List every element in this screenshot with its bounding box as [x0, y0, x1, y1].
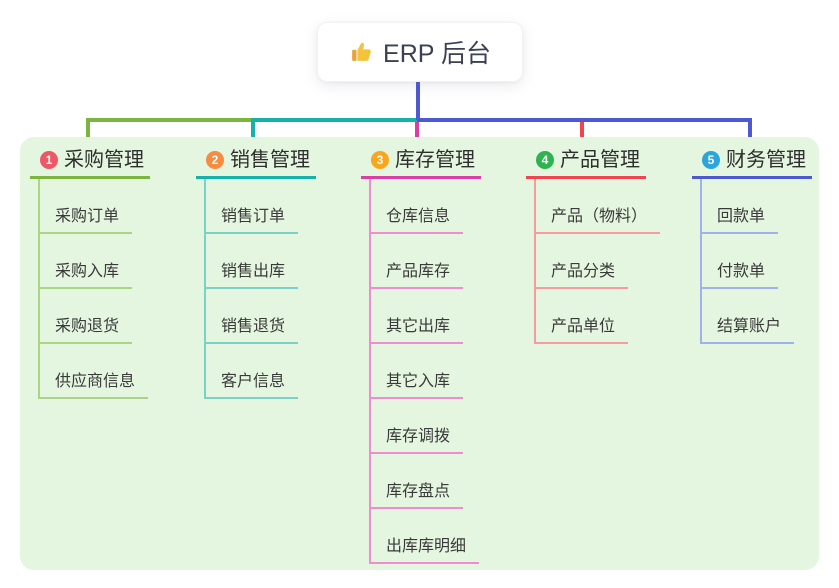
child-node[interactable]: 销售订单 [206, 179, 299, 234]
connector-horizontal-left-green [86, 118, 251, 122]
branch-label: 采购管理 [64, 149, 144, 171]
child-node[interactable]: 库存盘点 [371, 454, 464, 509]
child-node[interactable]: 其它入库 [371, 344, 464, 399]
child-node[interactable]: 产品库存 [371, 234, 464, 289]
connector-drop-branch1 [86, 118, 90, 147]
branch-header[interactable]: 2 销售管理 [196, 137, 316, 179]
branch-number-badge: 3 [371, 151, 389, 169]
child-node[interactable]: 销售出库 [206, 234, 299, 289]
branch-header[interactable]: 4 产品管理 [526, 137, 646, 179]
child-node[interactable]: 采购订单 [40, 179, 133, 234]
branch-5: 5 财务管理 回款单付款单结算账户 [692, 137, 812, 344]
branch-children: 仓库信息产品库存其它出库其它入库库存调拨库存盘点出库库明细 [369, 179, 481, 564]
child-node[interactable]: 其它出库 [371, 289, 464, 344]
branch-2: 2 销售管理 销售订单销售出库销售退货客户信息 [196, 137, 316, 399]
connector-root-stem [416, 82, 420, 120]
child-node[interactable]: 产品（物料） [536, 179, 661, 234]
child-node[interactable]: 销售退货 [206, 289, 299, 344]
child-node[interactable]: 仓库信息 [371, 179, 464, 234]
branch-header[interactable]: 5 财务管理 [692, 137, 812, 179]
root-node[interactable]: ERP 后台 [317, 22, 523, 82]
branches-panel: 1 采购管理 采购订单采购入库采购退货供应商信息 2 销售管理 销售订单销售出库… [20, 137, 819, 570]
root-title: ERP 后台 [383, 40, 491, 68]
branch-label: 产品管理 [560, 149, 640, 171]
connector-drop-branch5 [748, 118, 752, 147]
branch-label: 库存管理 [395, 149, 475, 171]
child-node[interactable]: 付款单 [702, 234, 779, 289]
connector-horizontal-left-teal [251, 118, 417, 122]
branch-number-badge: 1 [40, 151, 58, 169]
branch-label: 财务管理 [726, 149, 806, 171]
branch-children: 采购订单采购入库采购退货供应商信息 [38, 179, 150, 399]
connector-drop-branch4 [580, 118, 584, 147]
branch-children: 产品（物料）产品分类产品单位 [534, 179, 661, 344]
branch-children: 销售订单销售出库销售退货客户信息 [204, 179, 316, 399]
child-node[interactable]: 结算账户 [702, 289, 795, 344]
branch-number-badge: 2 [206, 151, 224, 169]
child-node[interactable]: 产品单位 [536, 289, 629, 344]
child-node[interactable]: 回款单 [702, 179, 779, 234]
child-node[interactable]: 出库库明细 [371, 509, 480, 564]
branch-3: 3 库存管理 仓库信息产品库存其它出库其它入库库存调拨库存盘点出库库明细 [361, 137, 481, 564]
branch-1: 1 采购管理 采购订单采购入库采购退货供应商信息 [30, 137, 150, 399]
child-node[interactable]: 产品分类 [536, 234, 629, 289]
branch-children: 回款单付款单结算账户 [700, 179, 812, 344]
branch-header[interactable]: 1 采购管理 [30, 137, 150, 179]
connector-horizontal-right-blue [417, 118, 752, 122]
branch-number-badge: 5 [702, 151, 720, 169]
branch-4: 4 产品管理 产品（物料）产品分类产品单位 [526, 137, 661, 344]
connector-drop-branch2 [251, 118, 255, 147]
child-node[interactable]: 采购入库 [40, 234, 133, 289]
branch-header[interactable]: 3 库存管理 [361, 137, 481, 179]
thumbs-up-icon [349, 40, 374, 65]
child-node[interactable]: 供应商信息 [40, 344, 149, 399]
branch-label: 销售管理 [230, 149, 310, 171]
child-node[interactable]: 库存调拨 [371, 399, 464, 454]
connector-drop-branch3 [415, 118, 419, 147]
child-node[interactable]: 采购退货 [40, 289, 133, 344]
child-node[interactable]: 客户信息 [206, 344, 299, 399]
branch-number-badge: 4 [536, 151, 554, 169]
